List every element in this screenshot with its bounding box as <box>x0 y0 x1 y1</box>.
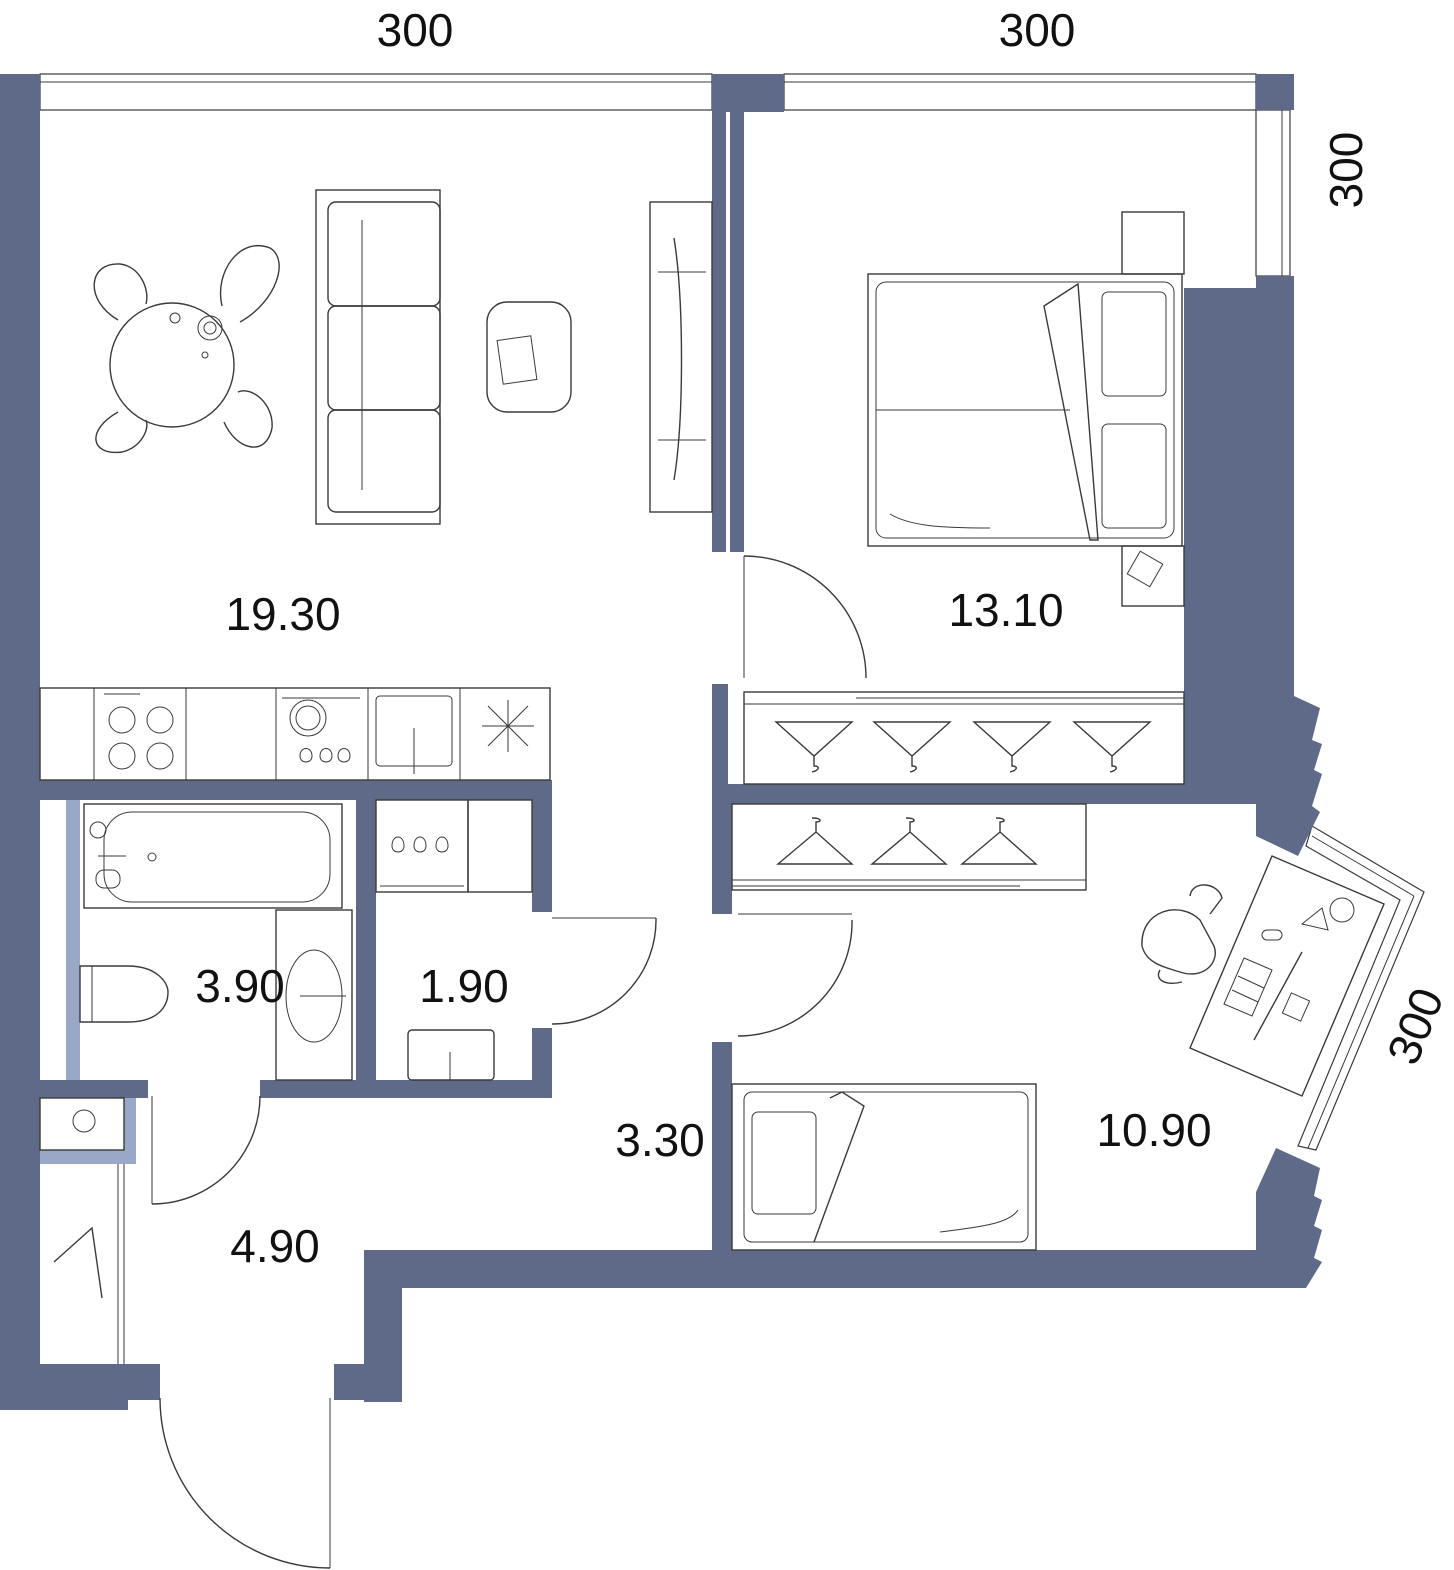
room-area-labels: 19.30 13.10 3.90 1.90 3.30 10.90 4.90 <box>195 584 1211 1272</box>
kitchen-counter <box>39 687 551 781</box>
walls <box>0 74 1322 1410</box>
coffee-table-icon <box>486 301 572 413</box>
hall-closet <box>39 1097 125 1364</box>
area-corridor: 3.30 <box>615 1114 705 1166</box>
monitor-icon <box>1253 951 1311 1041</box>
office-chair-icon <box>1141 884 1223 984</box>
window-bedroom-side <box>1255 109 1291 277</box>
tv-unit-icon <box>649 201 713 513</box>
windows <box>39 73 1425 1151</box>
lamp-icon <box>1300 897 1355 931</box>
sink-icon <box>375 695 453 774</box>
area-bedroom: 13.10 <box>948 584 1063 636</box>
dining-table-icon <box>93 245 280 454</box>
door-swing-icon <box>151 555 867 1569</box>
dishwasher-icon <box>282 697 360 763</box>
hanger-icon <box>53 1226 103 1299</box>
toilet-icon <box>79 965 169 1023</box>
stove-icon <box>104 693 174 770</box>
mouse-icon <box>1261 929 1283 941</box>
dimension-right-diagonal: 300 <box>1377 981 1454 1072</box>
desk-icon <box>1189 855 1385 1097</box>
window-living <box>39 73 713 111</box>
keyboard-icon <box>1223 957 1273 1017</box>
dimension-labels: 300 300 300 300 <box>377 4 1454 1071</box>
nightstand-icon <box>1121 545 1185 607</box>
sofa-icon <box>315 189 441 525</box>
fridge-icon <box>482 700 534 752</box>
area-bathroom: 3.90 <box>195 960 285 1012</box>
dimension-right-top: 300 <box>1320 132 1372 209</box>
dimension-top-right: 300 <box>999 4 1076 56</box>
wardrobe-study <box>731 803 1087 891</box>
wc-fixtures <box>375 799 533 1081</box>
window-bedroom <box>783 73 1257 111</box>
double-bed-icon <box>867 211 1185 547</box>
area-hallway: 4.90 <box>230 1220 320 1272</box>
wardrobe-icon <box>743 691 1185 785</box>
single-bed-icon <box>731 1083 1037 1251</box>
bathtub-icon <box>83 803 343 909</box>
area-wc: 1.90 <box>419 960 509 1012</box>
hangers-bedroom <box>774 721 1152 773</box>
washing-machine-icon <box>275 909 353 1081</box>
window-study <box>1297 825 1425 1151</box>
area-living-kitchen: 19.30 <box>225 588 340 640</box>
dimension-top-left: 300 <box>377 4 454 56</box>
area-study: 10.90 <box>1096 1104 1211 1156</box>
